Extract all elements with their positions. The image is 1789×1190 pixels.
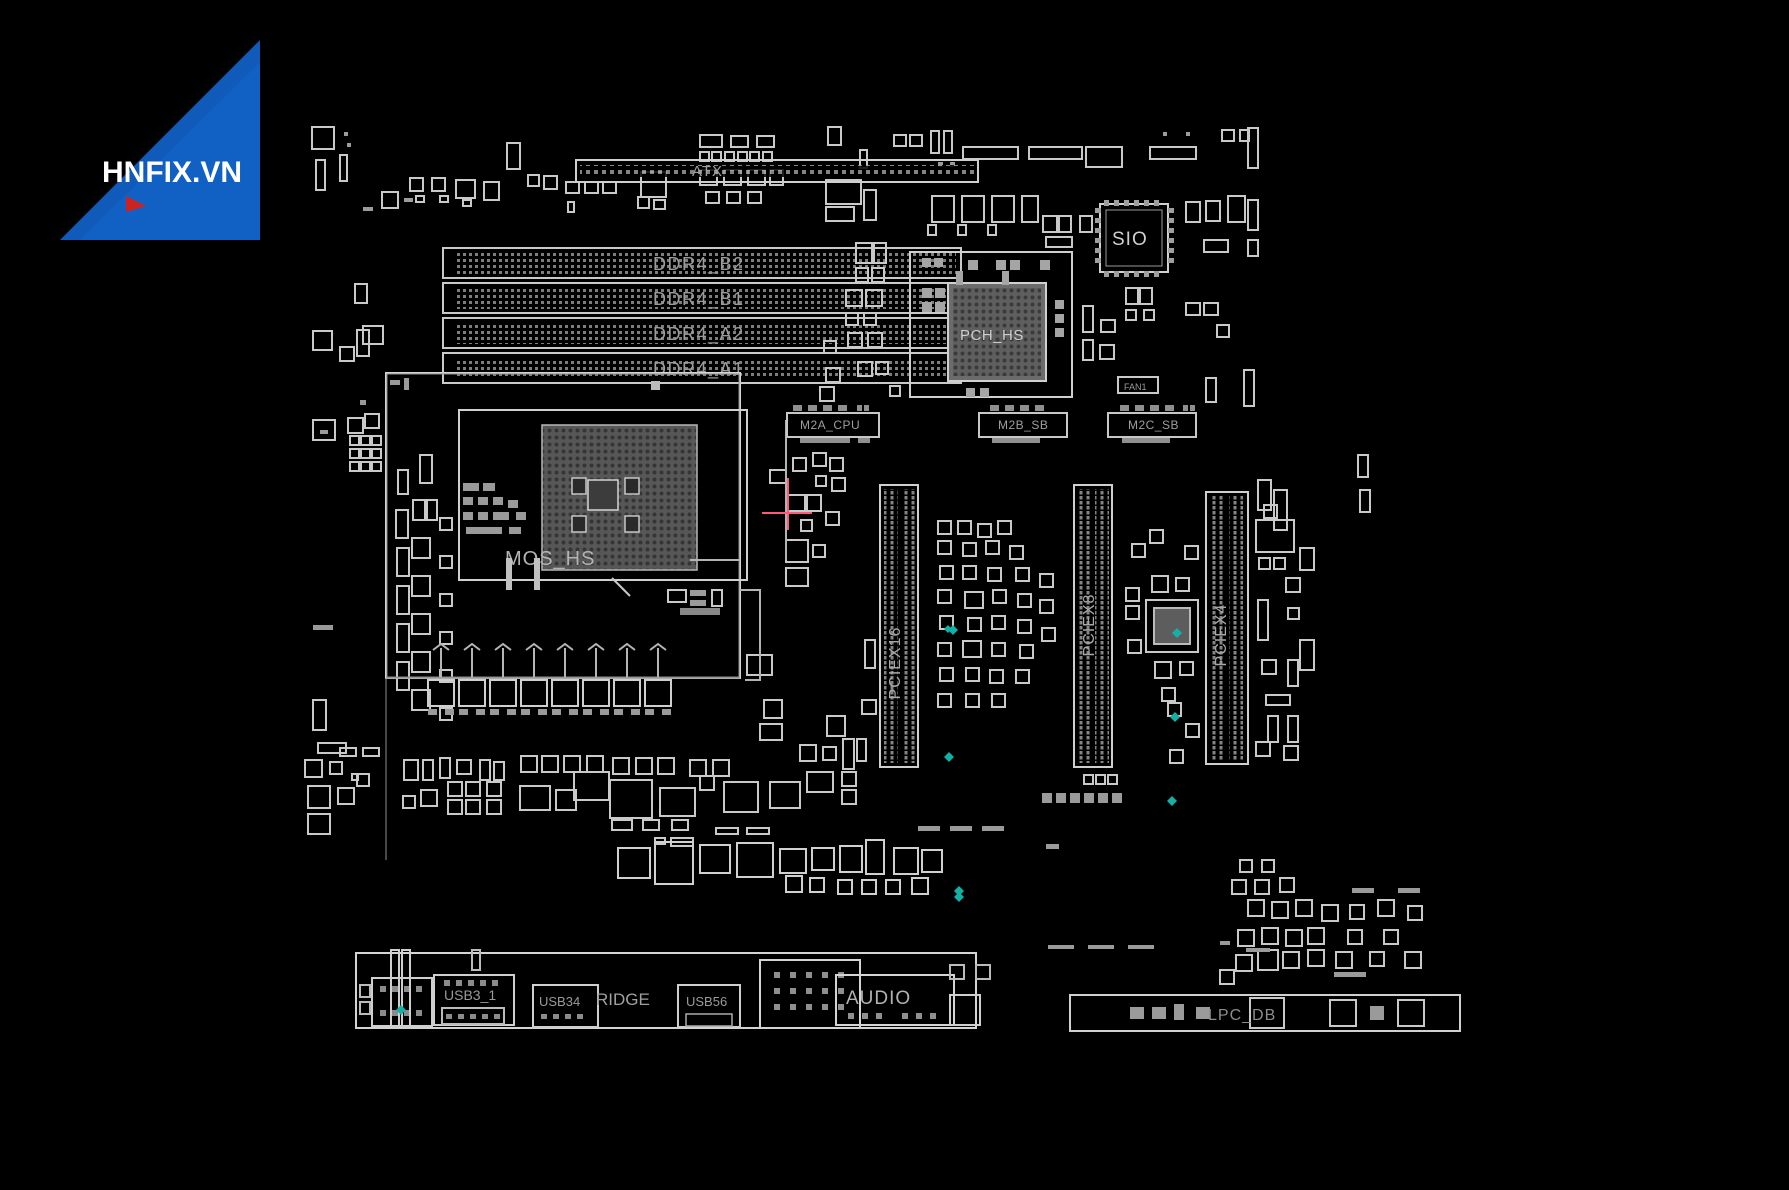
top-small-pads [344, 132, 1190, 211]
pciex8-slot[interactable]: PCIEX8 [1073, 484, 1113, 768]
usb3-1-label: USB3_1 [444, 987, 496, 1003]
usb56-label: USB56 [686, 994, 727, 1009]
ddr4-a2-label: DDR4_A2 [653, 324, 745, 345]
lpc-db-label: LPC_DB [1208, 1007, 1276, 1024]
vrm-choke-row [427, 642, 672, 715]
teal-markers [396, 625, 1182, 1015]
top-component-cluster [311, 126, 1259, 257]
ddr4-slot-b1[interactable]: DDR4_B1 [442, 282, 962, 314]
sata-component-field [937, 520, 1118, 785]
perimeter-traces [385, 677, 740, 860]
audio-connector[interactable]: AUDIO [835, 974, 955, 1026]
bottom-slot-pads [918, 793, 1122, 849]
pciex16-label: PCIEX16 [887, 627, 904, 700]
center-traces [690, 420, 787, 681]
m2c-sb-label: M2C_SB [1128, 418, 1179, 432]
fan1-connector[interactable]: FAN1 [1117, 376, 1159, 394]
pciex4-slot[interactable]: PCIEX4 [1205, 491, 1249, 765]
m2b-sb-label: M2B_SB [998, 418, 1048, 432]
left-small-pads [313, 378, 409, 630]
sio-label: SIO [1112, 229, 1148, 250]
left-edge-components [304, 283, 453, 778]
pch-hs-label: PCH_HS [960, 327, 1024, 344]
m2c-sb-slot[interactable]: M2C_SB [1107, 405, 1197, 443]
pciex16-slot[interactable]: PCIEX16 [879, 484, 919, 768]
bottom-right-pads [1220, 888, 1420, 977]
pciex8-label: PCIEX8 [1081, 594, 1098, 657]
ridge-label: RIDGE [596, 990, 650, 1009]
memory-slot-group[interactable]: DDR4_B2 DDR4_B1 DDR4_A2 DDR4_A1 [442, 247, 962, 384]
cpu-socket-area[interactable]: MOS_HS [385, 372, 748, 679]
audio-label: AUDIO [846, 988, 911, 1009]
upper-right-components [927, 195, 1255, 407]
right-edge-components [1255, 454, 1371, 761]
ddr4-b1-label: DDR4_B1 [653, 289, 745, 310]
ddr4-slot-a2[interactable]: DDR4_A2 [442, 317, 962, 349]
bottom-right-cluster [1219, 859, 1423, 985]
cpu-left-passives [463, 483, 526, 534]
bottom-ic-cluster [617, 839, 943, 895]
bottom-components [307, 742, 801, 847]
usb34-connector[interactable]: USB34 [532, 984, 599, 1028]
rear-io-panel[interactable]: USB3_1 USB34 RIDGE USB56 [355, 949, 991, 1029]
pch-chip[interactable]: PCH_HS [909, 251, 1073, 398]
atx-connector[interactable]: ATX [575, 159, 979, 183]
usb3-1-connector[interactable]: USB3_1 [433, 974, 515, 1026]
right-chip-cluster [1125, 504, 1278, 764]
ddr4-slot-b2[interactable]: DDR4_B2 [442, 247, 962, 279]
m2a-cpu-slot[interactable]: M2A_CPU [786, 405, 880, 443]
atx-label: ATX [692, 163, 723, 180]
ddr4-b2-label: DDR4_B2 [653, 254, 745, 275]
lpc-db-connector[interactable]: LPC_DB [1069, 994, 1461, 1032]
ddr4-slot-a1[interactable]: DDR4_A1 [442, 352, 962, 384]
usb56-connector[interactable]: USB56 [677, 984, 741, 1028]
lan-connector[interactable] [759, 959, 861, 1029]
m2-slot-group[interactable]: M2A_CPU M2B_SB M2C_SB [786, 405, 1197, 443]
m2a-cpu-label: M2A_CPU [800, 418, 860, 432]
usb34-label: USB34 [539, 994, 580, 1009]
m2b-sb-slot[interactable]: M2B_SB [978, 405, 1068, 443]
pciex4-label: PCIEX4 [1213, 604, 1230, 667]
mos-hs-label: MOS_HS [505, 548, 595, 570]
ddr4-a1-label: DDR4_A1 [653, 359, 745, 380]
sio-chip[interactable]: SIO [1095, 200, 1174, 277]
highlighted-net[interactable] [762, 478, 812, 530]
fan1-label: FAN1 [1124, 382, 1147, 392]
pcie-slot-group[interactable]: PCIEX16 PCIEX8 PCIEX4 [879, 484, 1249, 768]
